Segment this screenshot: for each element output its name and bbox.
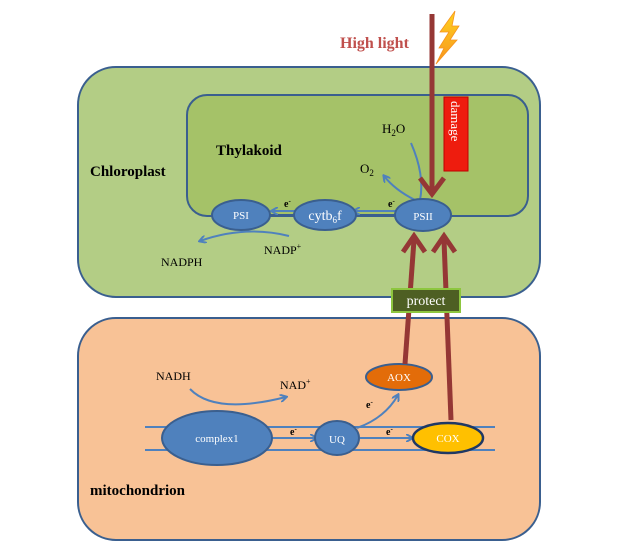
electron-label-cytb6f: e- (284, 197, 291, 210)
electron-label-uq-aox: e- (366, 398, 373, 411)
cytb6f-complex[interactable] (293, 199, 357, 231)
thylakoid-label: Thylakoid (216, 143, 283, 159)
electron-label-complex1-uq: e- (290, 425, 297, 438)
protect-arrowhead-left (400, 231, 428, 254)
nadp-label: NADP+ (264, 242, 302, 257)
psii-complex[interactable] (394, 198, 452, 232)
psi-label: PSI (233, 210, 249, 222)
chloroplast-label: Chloroplast (90, 164, 166, 180)
cox-label: COX (436, 433, 459, 445)
cox-complex[interactable] (411, 421, 485, 455)
psi-complex[interactable] (211, 199, 271, 231)
electron-arrow-uq-to-aox (356, 395, 398, 429)
high-light-label: High light (340, 35, 410, 52)
damage-label-box (443, 96, 469, 172)
cytb6f-label: cytb6f (308, 209, 342, 225)
complex1-label: complex1 (195, 433, 238, 445)
complex1[interactable] (161, 410, 273, 466)
water-label: H2O (382, 121, 405, 138)
electron-label-uq-cox: e- (386, 425, 393, 438)
psii-label: PSII (413, 211, 433, 223)
uq-carrier[interactable] (314, 420, 360, 456)
mitochondrion-label: mitochondrion (90, 483, 186, 499)
protect-label: protect (407, 294, 446, 309)
oxygen-label: O2 (360, 161, 374, 178)
nadh-label: NADH (156, 369, 191, 383)
nadph-label: NADPH (161, 255, 203, 269)
protect-label-box (391, 288, 461, 313)
damage-label: damage (448, 101, 463, 142)
protect-arrow-from-cox (441, 239, 454, 421)
nadp-to-nadph-arrow (200, 230, 290, 241)
psii-to-oxygen-arrow (384, 176, 416, 201)
aox-label: AOX (387, 372, 411, 384)
aox-complex[interactable] (365, 363, 433, 391)
electron-label-psii: e- (388, 197, 395, 210)
uq-label: UQ (329, 434, 345, 446)
nad-label: NAD+ (280, 377, 311, 392)
water-to-psii-arrow (410, 142, 423, 201)
high-light-arrowhead (418, 176, 446, 199)
protect-arrowhead-right (430, 231, 458, 254)
nadh-to-nad-arrow (189, 388, 286, 406)
lightning-bolt-icon (435, 10, 460, 65)
